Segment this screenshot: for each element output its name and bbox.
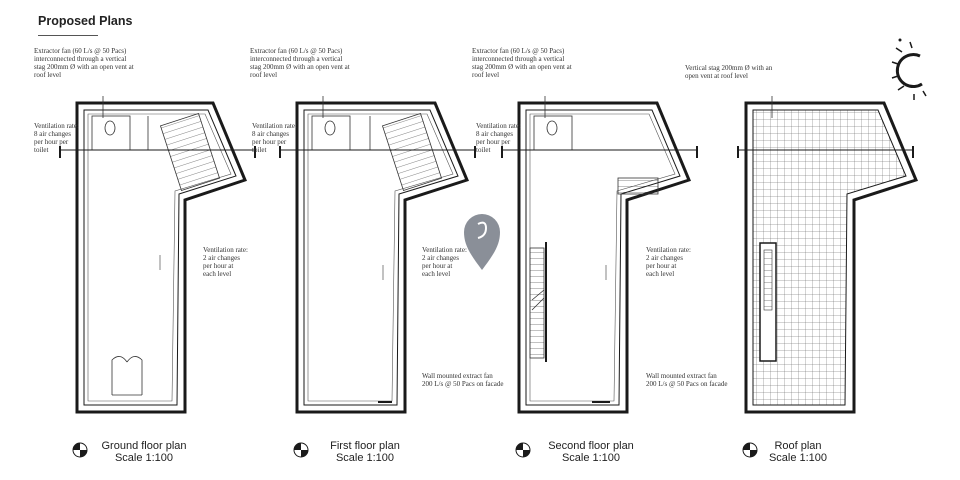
inner-wall xyxy=(83,109,237,406)
note-wall-fan: Wall mounted extract fan 200 L/s @ 50 Pa… xyxy=(646,372,728,388)
stair-flight xyxy=(529,247,545,359)
stair-flight xyxy=(763,249,773,311)
plan-caption-roof: Roof plan Scale 1:100 xyxy=(768,440,828,464)
first-floor-plan xyxy=(279,96,476,414)
roof-plan xyxy=(737,96,919,414)
inner-lining xyxy=(529,113,676,402)
outer-wall xyxy=(75,101,248,414)
outer-wall xyxy=(295,101,470,414)
entrance-doors xyxy=(111,356,143,396)
note-extractor-fan: Extractor fan (60 L/s @ 50 Pacs) interco… xyxy=(472,47,572,79)
page-title: Proposed Plans xyxy=(38,14,133,28)
quadrant-marker-icon xyxy=(72,442,758,458)
wc-pan xyxy=(546,120,558,136)
note-level-ventilation: Ventilation rate: 2 air changes per hour… xyxy=(646,246,691,278)
note-wall-fan: Wall mounted extract fan 200 L/s @ 50 Pa… xyxy=(422,372,504,388)
inner-lining xyxy=(87,113,232,402)
stair-landing xyxy=(617,177,659,195)
north-arrow-icon xyxy=(891,38,927,100)
inner-wall xyxy=(303,109,459,406)
stair-arrow xyxy=(531,289,545,311)
outer-wall xyxy=(744,101,919,414)
inner-lining xyxy=(307,113,454,402)
note-toilet-ventilation: Ventilation rate: 8 air changes per hour… xyxy=(476,122,521,154)
wc-pan xyxy=(104,120,116,136)
ground-floor-plan xyxy=(59,96,256,414)
note-toilet-ventilation: Ventilation rate: 8 air changes per hour… xyxy=(252,122,297,154)
location-pin-icon xyxy=(464,214,500,270)
stair xyxy=(381,112,443,192)
roof-grid xyxy=(753,110,906,405)
note-toilet-ventilation: Ventilation rate: 8 air changes per hour… xyxy=(34,122,79,154)
note-level-ventilation: Ventilation rate: 2 air changes per hour… xyxy=(203,246,248,278)
wc-pan xyxy=(324,120,336,136)
plan-caption-ground: Ground floor plan Scale 1:100 xyxy=(101,440,187,464)
note-extractor-fan: Extractor fan (60 L/s @ 50 Pacs) interco… xyxy=(250,47,350,79)
note-roof-stag: Vertical stag 200mm Ø with an open vent … xyxy=(685,64,773,80)
stair xyxy=(159,112,221,192)
inner-wall xyxy=(752,109,907,406)
note-extractor-fan: Extractor fan (60 L/s @ 50 Pacs) interco… xyxy=(34,47,134,79)
outer-wall xyxy=(517,101,692,414)
note-level-ventilation: Ventilation rate: 2 air changes per hour… xyxy=(422,246,467,278)
plan-caption-first: First floor plan Scale 1:100 xyxy=(330,440,400,464)
title-underline xyxy=(38,35,98,36)
second-floor-plan xyxy=(501,96,698,414)
plan-caption-second: Second floor plan Scale 1:100 xyxy=(548,440,634,464)
